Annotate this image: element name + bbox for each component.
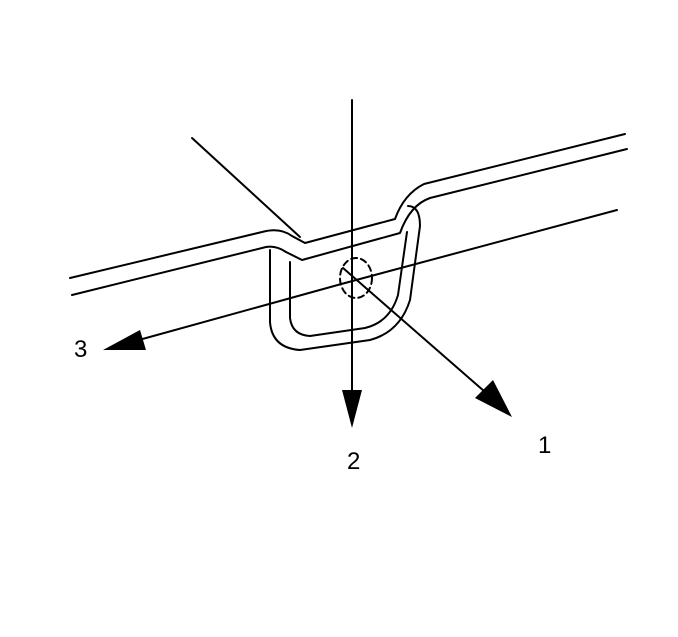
rail-bottom-line [344, 209, 618, 284]
axis-2-arrowhead [342, 390, 362, 428]
callout-2: 2 [347, 448, 361, 475]
axis-3-arrowhead [103, 330, 146, 350]
callout-1: 1 [538, 432, 552, 459]
mounting-hole [339, 257, 373, 299]
bracket-inner-outline [289, 231, 408, 337]
rail-upper-edge [69, 133, 626, 279]
rail-lower-edge [71, 148, 628, 296]
axis-3-line [127, 282, 346, 344]
axis-1-arrowhead [475, 380, 512, 417]
axis-1-line [342, 267, 501, 406]
callout-3: 3 [74, 336, 88, 363]
bracket-outer-outline [269, 205, 421, 351]
rear-edge-line [191, 137, 301, 238]
